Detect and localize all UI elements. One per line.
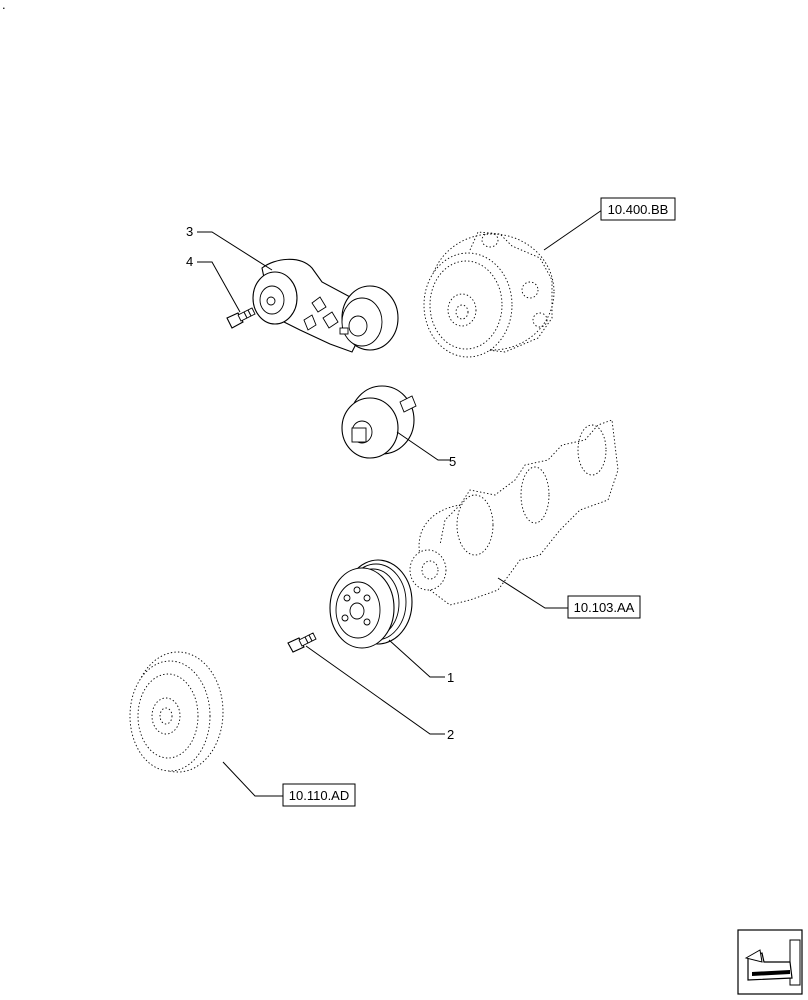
ref-box-water-pump bbox=[600, 197, 676, 221]
ref-label-crankshaft: 10.103.AA bbox=[574, 600, 635, 615]
leader-line-4 bbox=[197, 261, 241, 313]
bolt-part-2[interactable] bbox=[287, 632, 317, 653]
ref-label-damper: 10.110.AD bbox=[289, 788, 349, 803]
corner-mark: . bbox=[2, 0, 6, 12]
leader-line-2 bbox=[305, 645, 445, 735]
leader-line-1 bbox=[388, 639, 445, 678]
leader-line-5 bbox=[396, 431, 450, 461]
arrow-nav-icon[interactable] bbox=[737, 929, 803, 995]
leader-line-3 bbox=[197, 231, 273, 271]
ref-box-crankshaft bbox=[567, 595, 641, 619]
damper-ghost bbox=[129, 651, 224, 773]
leader-line-water-pump bbox=[543, 209, 603, 251]
callout-2: 2 bbox=[447, 727, 454, 742]
ref-link-water-pump[interactable]: 10.400.BB bbox=[600, 197, 676, 221]
ref-link-damper[interactable]: 10.110.AD bbox=[282, 783, 356, 807]
callout-1: 1 bbox=[447, 670, 454, 685]
callout-5: 5 bbox=[449, 454, 456, 469]
callout-3: 3 bbox=[186, 224, 193, 239]
bolt-part-4[interactable] bbox=[226, 307, 256, 329]
crankshaft-pulley[interactable] bbox=[329, 559, 413, 649]
belt-tensioner[interactable] bbox=[252, 258, 399, 353]
ref-link-crankshaft[interactable]: 10.103.AA bbox=[567, 595, 641, 619]
callout-4: 4 bbox=[186, 254, 193, 269]
leader-line-crankshaft bbox=[497, 577, 568, 609]
leader-line-damper bbox=[222, 761, 283, 797]
water-pump-ghost bbox=[423, 231, 555, 358]
ref-box-damper bbox=[282, 783, 356, 807]
crankshaft-ghost bbox=[409, 419, 619, 606]
ref-label-water-pump: 10.400.BB bbox=[608, 202, 669, 217]
idler-pulley[interactable] bbox=[341, 385, 417, 459]
